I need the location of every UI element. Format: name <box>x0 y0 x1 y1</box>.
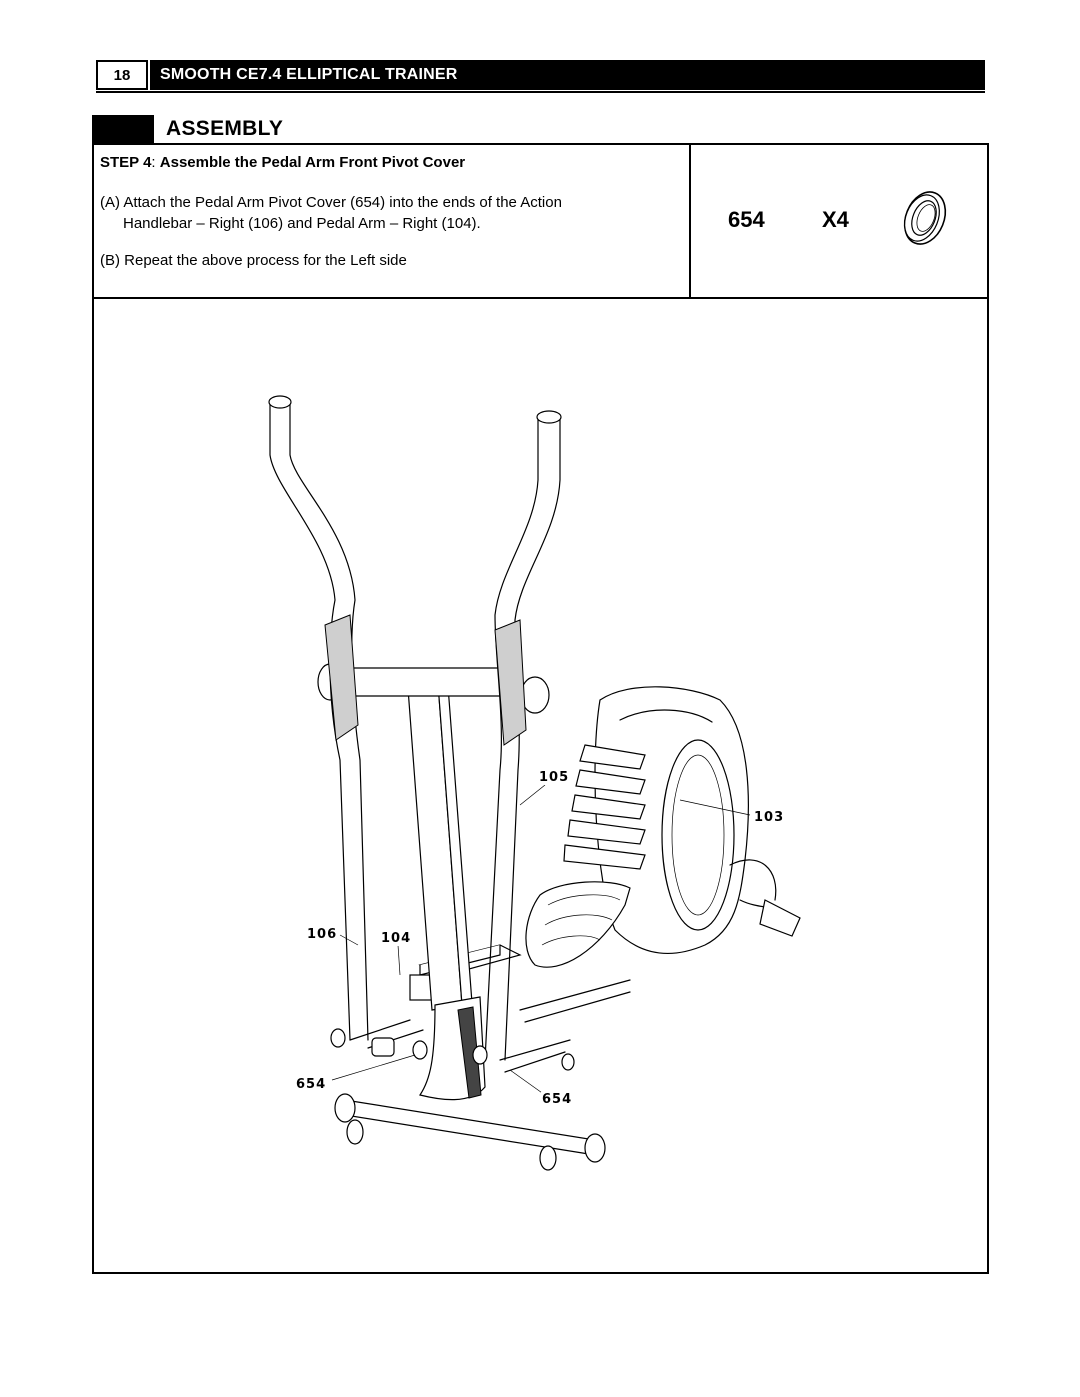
callout-106: 106 <box>306 927 339 942</box>
instruction-b: (B) Repeat the above process for the Lef… <box>100 252 407 269</box>
right-pedal <box>525 881 631 968</box>
instruction-divider <box>92 297 989 299</box>
step-number: STEP 4 <box>100 154 152 171</box>
manual-title: SMOOTH CE7.4 ELLIPTICAL TRAINER <box>160 66 458 83</box>
manual-title-bar: SMOOTH CE7.4 ELLIPTICAL TRAINER <box>150 60 985 90</box>
instruction-a-line2: Handlebar – Right (106) and Pedal Arm – … <box>123 215 481 232</box>
callout-104: 104 <box>380 931 413 946</box>
page-number: 18 <box>96 60 148 90</box>
elliptical-trainer-illustration <box>268 395 801 1171</box>
instruction-a-line1: (A) Attach the Pedal Arm Pivot Cover (65… <box>100 194 562 211</box>
step-heading: STEP 4: Assemble the Pedal Arm Front Piv… <box>100 154 466 171</box>
callout-103: 103 <box>753 810 786 825</box>
pivot-cover-ring-icon <box>903 191 947 245</box>
left-handlebar <box>268 395 369 1041</box>
section-title: ASSEMBLY <box>166 117 284 140</box>
part-number: 654 <box>728 207 765 232</box>
pedal-arm-pivots <box>330 979 631 1073</box>
callout-105: 105 <box>538 770 571 785</box>
parts-divider <box>689 143 691 298</box>
callout-leaders <box>331 784 751 1096</box>
header-rule <box>96 91 985 93</box>
step-title: Assemble the Pedal Arm Front Pivot Cover <box>159 154 466 171</box>
part-quantity: X4 <box>822 207 849 232</box>
callout-654-right: 654 <box>541 1092 574 1107</box>
step-frame <box>92 143 989 1274</box>
front-stabilizer <box>334 1093 606 1171</box>
pedal-support-stack <box>563 744 646 870</box>
section-marker-block <box>92 115 154 145</box>
callout-654-left: 654 <box>295 1077 328 1092</box>
front-mast <box>406 669 486 1101</box>
right-handlebar <box>484 410 562 1061</box>
